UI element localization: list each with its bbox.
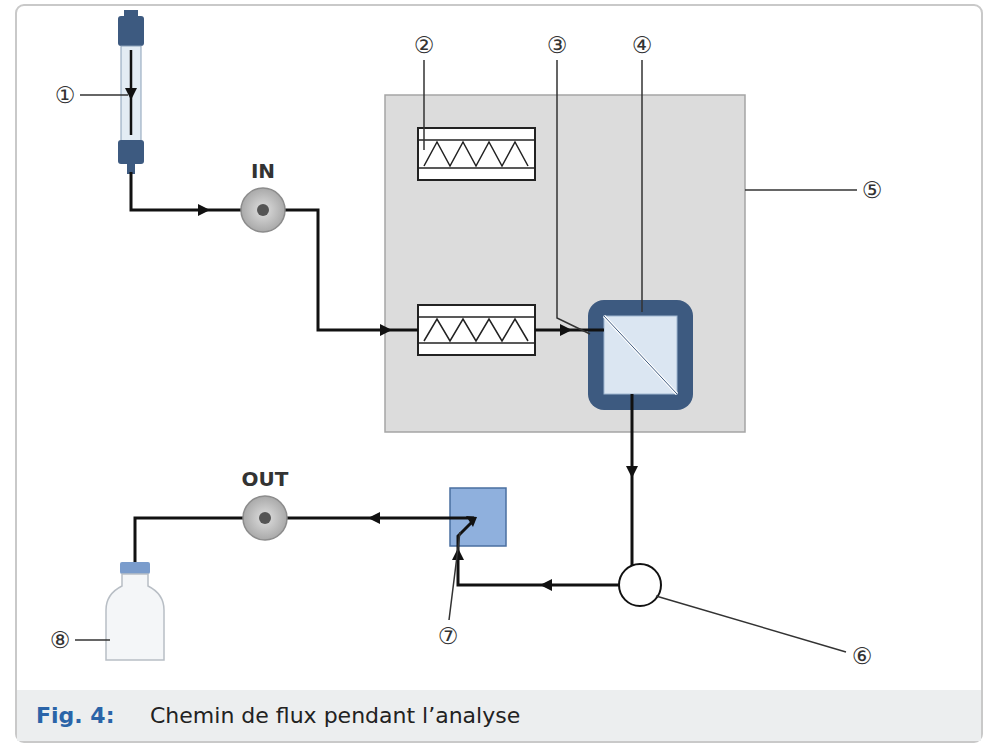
callout-number: ③ — [547, 34, 568, 57]
column — [118, 10, 144, 174]
caption-band — [17, 690, 981, 741]
callout-number: ① — [55, 84, 76, 107]
callout-number: ⑦ — [438, 625, 459, 648]
port-label: IN — [235, 160, 291, 182]
figure-number: Fig. 4: — [36, 705, 114, 727]
waste-bottle — [106, 562, 164, 660]
callout-number: ④ — [632, 34, 653, 57]
port-label: OUT — [237, 468, 293, 490]
figure-caption: Chemin de flux pendant l’analyse — [150, 705, 520, 727]
callout-number: ⑤ — [862, 179, 883, 202]
device-housing — [385, 95, 745, 432]
flow-arrow — [129, 204, 638, 591]
port-circle — [239, 186, 287, 234]
leader-line — [75, 60, 857, 652]
heating-coil — [418, 128, 535, 180]
callout-number: ⑧ — [50, 629, 71, 652]
callout-number: ② — [414, 34, 435, 57]
valve-port: IN — [235, 160, 291, 234]
heating-coil — [418, 305, 535, 355]
callout-number: ⑥ — [852, 645, 873, 668]
flow-sensor — [619, 564, 661, 606]
valve-port: OUT — [237, 468, 293, 542]
detector-cell — [588, 300, 693, 410]
figure-frame — [16, 5, 982, 742]
port-circle — [241, 494, 289, 542]
